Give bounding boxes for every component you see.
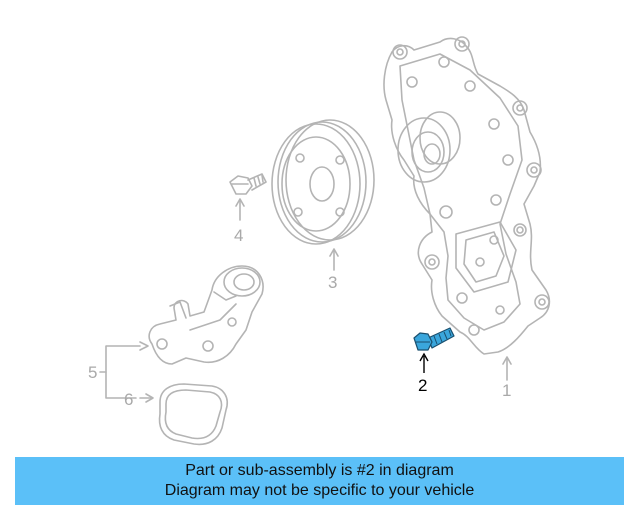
leader-arrow-4 [235,198,245,207]
callout-5: 5 [88,363,97,382]
pulley-part-3[interactable] [271,119,375,245]
leader-arrow-6 [145,393,154,403]
thermostat-housing-part-5[interactable] [148,265,264,365]
banner-line-part-number: Part or sub-assembly is #2 in diagram [185,462,454,479]
callout-1: 1 [502,381,511,400]
callout-2: 2 [418,376,427,395]
bolt-part-2[interactable] [413,327,455,351]
parts-diagram: 1 2 3 4 5 6 [88,36,551,446]
callout-4: 4 [234,226,243,245]
leader-arrow-5 [139,341,149,351]
leader-arrow-2 [419,352,429,362]
leader-bracket-5 [105,345,141,399]
callout-3: 3 [328,273,337,292]
bolt-part-4[interactable] [229,173,267,195]
timing-cover-part-1[interactable] [383,36,551,355]
leader-arrow-1 [502,356,512,365]
banner-line-disclaimer: Diagram may not be specific to your vehi… [164,482,475,499]
leader-arrow-3 [329,248,339,257]
gasket-part-6[interactable] [158,383,228,446]
callout-6: 6 [124,390,133,409]
info-banner: Part or sub-assembly is #2 in diagram Di… [15,457,624,505]
